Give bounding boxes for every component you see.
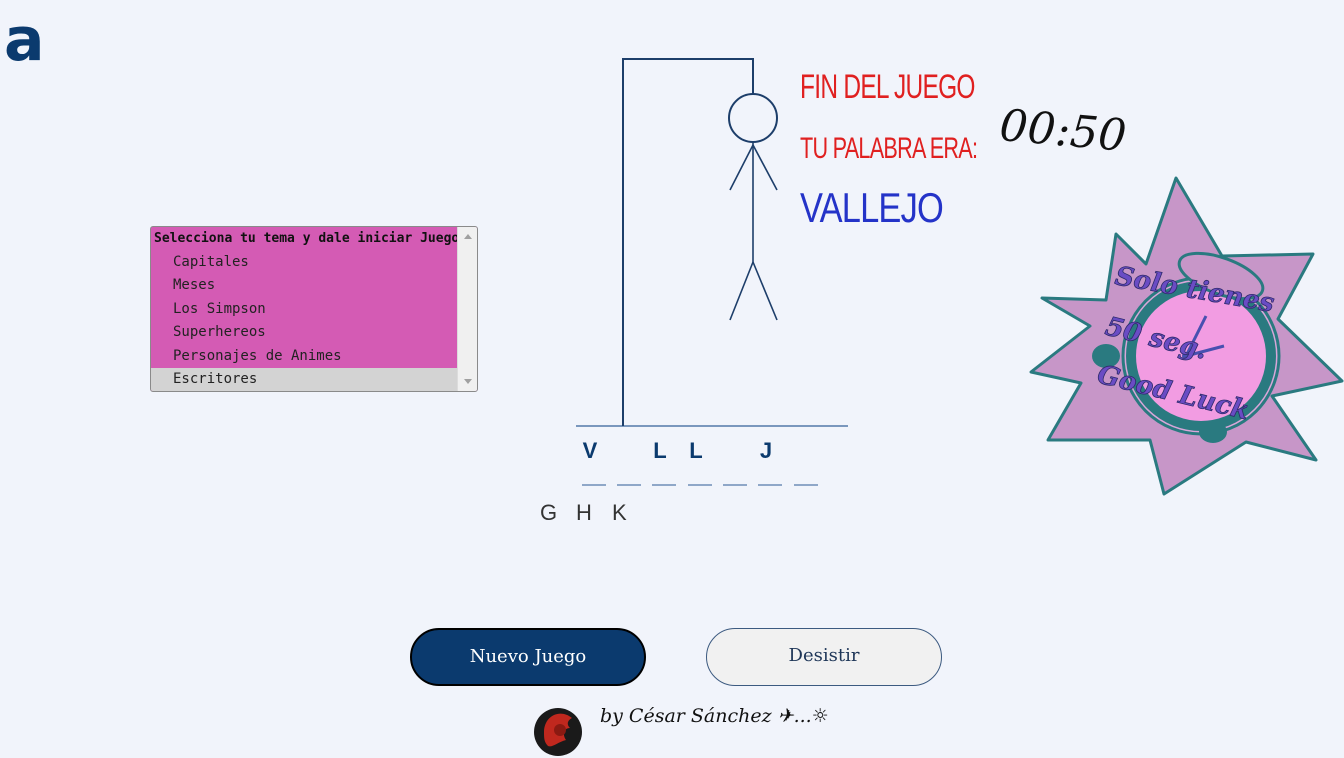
word-letter-3: L [653, 438, 667, 463]
clock-badge-icon: Solo tienes 50 seg. Good Luck [1029, 176, 1344, 496]
revealed-word: VALLEJO [800, 184, 944, 231]
word-was-label: TU PALABRA ERA: [800, 132, 978, 165]
author-avatar [534, 708, 582, 756]
letter-underline [794, 484, 818, 486]
man-right-arm [752, 144, 778, 191]
theme-select-header: Selecciona tu tema y dale iniciar Juego [154, 231, 460, 246]
clock-hand-minute [1184, 315, 1208, 357]
give-up-button[interactable]: Desistir [706, 628, 942, 686]
word-letter-6: J [759, 438, 773, 463]
man-head [728, 93, 778, 143]
theme-option-los-simpson[interactable]: Los Simpson [173, 300, 266, 317]
hanged-man [728, 93, 778, 321]
letter-underline [758, 484, 782, 486]
clock-center [1182, 352, 1190, 360]
missed-letter: K [612, 500, 627, 525]
theme-select[interactable]: Selecciona tu tema y dale iniciar Juego … [150, 226, 478, 392]
clock-hand-hour [1185, 344, 1225, 358]
app-logo: a [4, 5, 45, 75]
theme-option-escritores[interactable]: Escritores [151, 368, 459, 391]
new-game-button[interactable]: Nuevo Juego [410, 628, 646, 686]
theme-option-personajes-de-animes[interactable]: Personajes de Animes [173, 347, 342, 364]
word-letter-1: V [582, 438, 598, 463]
missed-letter: H [576, 500, 592, 525]
game-over-title: FIN DEL JUEGO [800, 68, 975, 106]
clock-bell [1177, 251, 1265, 301]
man-right-leg [752, 261, 778, 321]
clock-foot-right [1199, 421, 1227, 443]
letter-underline [723, 484, 747, 486]
clock-foot-left [1092, 344, 1120, 368]
author-credit: by César Sánchez ✈...☼ [600, 705, 829, 727]
theme-option-capitales[interactable]: Capitales [173, 253, 249, 270]
theme-option-superhereos[interactable]: Superhereos [173, 324, 266, 340]
missed-letter: G [540, 500, 558, 525]
letter-underline [582, 484, 606, 486]
man-left-arm [729, 144, 754, 191]
letter-underline [652, 484, 676, 486]
theme-option-meses[interactable]: Meses [173, 277, 216, 293]
countdown-timer: 00:50 [997, 100, 1129, 162]
letter-underline [688, 484, 712, 486]
theme-select-scrollbar[interactable] [457, 227, 477, 391]
scroll-up-arrow-icon[interactable] [464, 234, 472, 239]
letter-underline [617, 484, 641, 486]
man-left-leg [729, 261, 754, 321]
gallows [576, 58, 848, 427]
scroll-down-arrow-icon[interactable] [464, 379, 472, 384]
word-letter-4: L [689, 438, 703, 463]
